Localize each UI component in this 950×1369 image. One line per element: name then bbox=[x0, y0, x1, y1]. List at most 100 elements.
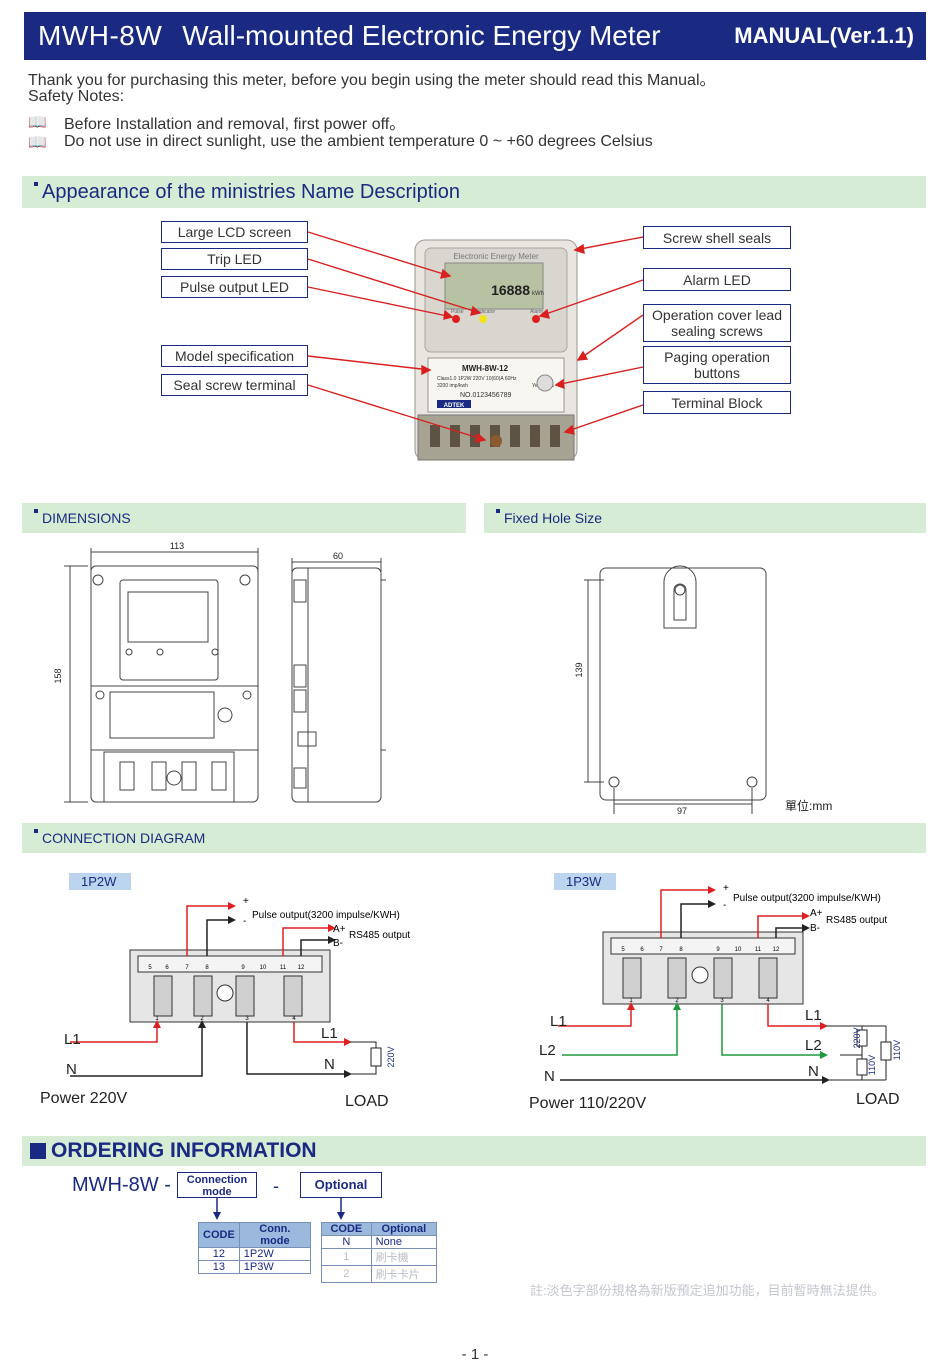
order-dash: - bbox=[273, 1176, 279, 1196]
line-l2: L2 bbox=[539, 1042, 556, 1059]
title-bar: MWH-8W Wall-mounted Electronic Energy Me… bbox=[24, 12, 926, 60]
terminal-number: 1 bbox=[155, 1016, 159, 1022]
square-bullet-icon bbox=[30, 1143, 46, 1159]
hole-heading: Fixed Hole Size bbox=[504, 510, 603, 526]
safety-note: 📖 Do not use in direct sunlight, use the… bbox=[28, 133, 653, 151]
label-pulse-led: Pulse output LED bbox=[161, 276, 308, 298]
dim-height: 158 bbox=[53, 668, 63, 683]
terminal-number: 12 bbox=[298, 965, 305, 971]
terminal-number: 8 bbox=[679, 947, 683, 953]
terminal-number: 11 bbox=[280, 965, 287, 971]
terminal-number: 5 bbox=[621, 947, 625, 953]
table-cell: N bbox=[321, 1235, 372, 1249]
terminal-number: 4 bbox=[292, 1016, 296, 1022]
appearance-heading: Appearance of the ministries Name Descri… bbox=[42, 180, 460, 203]
safety-heading: Safety Notes: bbox=[28, 88, 125, 105]
title-model: MWH-8W bbox=[38, 20, 163, 51]
table-header: CODE bbox=[198, 1222, 240, 1248]
pulse-plus: + bbox=[723, 883, 729, 894]
table-cell: 1 bbox=[321, 1248, 372, 1266]
terminal-number: 1 bbox=[629, 998, 633, 1004]
terminal-number: 7 bbox=[659, 947, 663, 953]
line-l1: L1 bbox=[64, 1031, 81, 1048]
load-label: LOAD bbox=[856, 1091, 900, 1108]
label-cover-lead-screws: Operation cover lead sealing screws bbox=[643, 304, 791, 342]
rs485-b: B- bbox=[333, 938, 343, 949]
meter-face-label: Electronic Energy Meter bbox=[453, 252, 539, 261]
plate-model: MWH-8W-12 bbox=[462, 364, 509, 373]
book-icon: 📖 bbox=[28, 134, 47, 151]
lcd-value: 16888 bbox=[491, 282, 530, 298]
voltage-220: 220V bbox=[386, 1046, 396, 1067]
terminal-number: 6 bbox=[165, 965, 169, 971]
lcd-unit: kWh bbox=[532, 291, 544, 297]
terminal-number: 11 bbox=[755, 947, 762, 953]
table-row: 2 刷卡卡片 bbox=[321, 1265, 438, 1283]
meter-photo: Electronic Energy Meter 16888 kWh Pulse … bbox=[307, 231, 644, 461]
intro-thanks: Thank you for purchasing this meter, bef… bbox=[28, 72, 716, 89]
table-cell: 1P2W bbox=[238, 1247, 312, 1261]
alarm-led bbox=[532, 315, 540, 323]
order-arrows bbox=[213, 1198, 345, 1220]
led-label-pulse: Pulse bbox=[451, 309, 464, 315]
line-n: N bbox=[544, 1068, 555, 1085]
label-lcd-screen: Large LCD screen bbox=[161, 221, 308, 243]
dim-depth: 60 bbox=[333, 551, 343, 561]
pulse-minus: - bbox=[243, 916, 246, 927]
terminal-number: 7 bbox=[185, 965, 189, 971]
line-n: N bbox=[66, 1061, 77, 1078]
plate-brand: ADTEK bbox=[444, 403, 465, 409]
table-header: Optional bbox=[370, 1222, 438, 1236]
terminal-number: 12 bbox=[773, 947, 780, 953]
book-icon: 📖 bbox=[28, 114, 47, 131]
load-label: LOAD bbox=[345, 1093, 389, 1110]
title-manual-version: MANUAL(Ver.1.1) bbox=[734, 23, 914, 48]
rs485-label: RS485 output bbox=[349, 930, 410, 941]
label-paging-buttons: Paging operation buttons bbox=[643, 346, 791, 384]
table-cell: 1P3W bbox=[238, 1260, 312, 1274]
terminal-number: 4 bbox=[766, 998, 770, 1004]
load-n: N bbox=[808, 1063, 819, 1080]
table-row: 12 1P2W bbox=[198, 1247, 312, 1261]
safety-note-text: Do not use in direct sunlight, use the a… bbox=[64, 133, 653, 150]
terminal-number: 5 bbox=[148, 965, 152, 971]
load-n: N bbox=[324, 1056, 335, 1073]
dim-width: 113 bbox=[170, 541, 184, 551]
terminal-number: 6 bbox=[640, 947, 644, 953]
load-l1: L1 bbox=[805, 1007, 822, 1024]
connection-heading: CONNECTION DIAGRAM bbox=[42, 830, 206, 846]
title-product-name: Wall-mounted Electronic Energy Meter bbox=[182, 20, 661, 51]
table-cell: 刷卡卡片 bbox=[370, 1265, 438, 1283]
diagram-1p3w: 5 6 7 8 9 10 11 12 1 2 3 4 + - Pulse out… bbox=[529, 883, 902, 1112]
order-box-connection: Connection mode bbox=[177, 1172, 257, 1198]
dimensions-heading: DIMENSIONS bbox=[42, 510, 131, 526]
safety-note: 📖 Before Installation and removal, first… bbox=[28, 110, 405, 134]
page-number: - 1 - bbox=[461, 1346, 489, 1363]
table-cell: 12 bbox=[198, 1247, 240, 1261]
pulse-output-label: Pulse output(3200 impulse/KWH) bbox=[733, 893, 881, 904]
table-cell: None bbox=[370, 1235, 438, 1249]
pulse-output-label: Pulse output(3200 impulse/KWH) bbox=[252, 910, 400, 921]
terminal-number: 3 bbox=[720, 998, 724, 1004]
label-alarm-led: Alarm LED bbox=[643, 268, 791, 291]
terminal-number: 9 bbox=[716, 947, 720, 953]
pulse-minus: - bbox=[723, 900, 726, 911]
hole-width: 97 bbox=[677, 806, 687, 816]
table-cell: 刷卡機 bbox=[370, 1248, 438, 1266]
terminal-number: 10 bbox=[735, 947, 742, 953]
voltage-110: 110V bbox=[892, 1040, 902, 1060]
paging-button[interactable] bbox=[536, 374, 554, 392]
power-label: Power 110/220V bbox=[529, 1095, 646, 1112]
terminal-number: 2 bbox=[675, 998, 679, 1004]
pulse-led bbox=[452, 315, 460, 323]
terminal-number: 10 bbox=[260, 965, 267, 971]
plate-imp: 3200 imp/kwh bbox=[437, 383, 468, 389]
label-terminal-block: Terminal Block bbox=[643, 391, 791, 414]
terminal-number: 9 bbox=[241, 965, 245, 971]
trip-led bbox=[479, 315, 487, 323]
voltage-110: 110V bbox=[867, 1055, 877, 1075]
dimensions-drawing: 113 60 158 bbox=[53, 541, 386, 803]
ordering-heading: ORDERING INFORMATION bbox=[51, 1139, 317, 1162]
safety-note-text: Before Installation and removal, first p… bbox=[64, 116, 406, 133]
rs485-a: A+ bbox=[810, 908, 823, 919]
